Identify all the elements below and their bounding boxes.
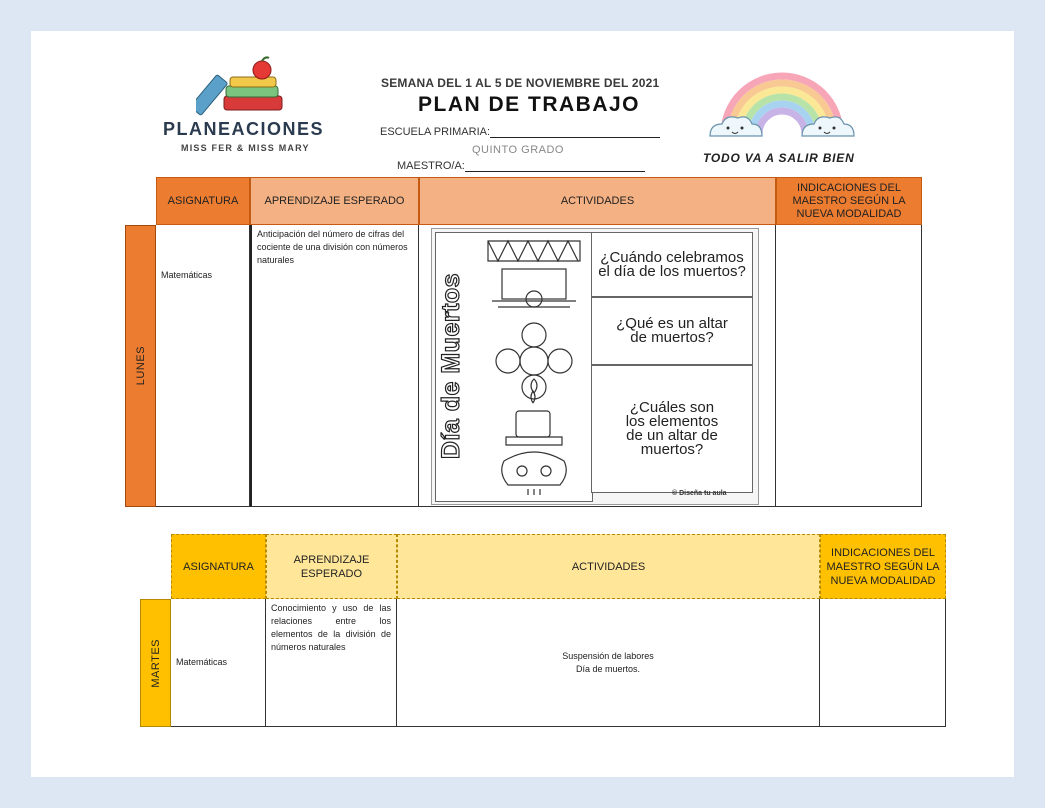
worksheet-credit: © Diseña tu aula (672, 490, 727, 497)
school-label: ESCUELA PRIMARIA: (380, 126, 491, 138)
tuesday-learning: Conocimiento y uso de las relaciones ent… (266, 599, 397, 727)
week-range: SEMANA DEL 1 AL 5 DE NOVIEMBRE DEL 2021 (381, 76, 660, 90)
books-apple-logo (196, 56, 283, 116)
tuesday-teacher-notes (820, 599, 946, 727)
monday-activities (419, 225, 776, 507)
teacher-blank[interactable] (464, 160, 645, 172)
header-subject: ASIGNATURA (156, 177, 250, 225)
worksheet-question-2: ¿Qué es un altar de muertos? (591, 297, 753, 365)
monday-subject: Matemáticas (156, 225, 250, 507)
header-teacher-notes: INDICACIONES DEL MAESTRO SEGÚN LA NUEVA … (776, 177, 922, 225)
worksheet-left-panel (435, 232, 593, 502)
tuesday-subject: Matemáticas (171, 599, 266, 727)
header-teacher-notes-2: INDICACIONES DEL MAESTRO SEGÚN LA NUEVA … (820, 534, 946, 599)
day-label-monday: LUNES (134, 346, 147, 386)
header-subject-2: ASIGNATURA (171, 534, 266, 599)
monday-teacher-notes (776, 225, 922, 507)
day-cell-monday: LUNES (125, 225, 156, 507)
tuesday-activity-line-1: Suspensión de labores (562, 650, 654, 661)
tuesday-activity-line-2: Día de muertos. (575, 663, 641, 674)
dia-de-muertos-worksheet: Día de Muertos ¿Cuándo celebramos el día… (431, 228, 759, 505)
header-activities-2: ACTIVIDADES (397, 534, 820, 599)
worksheet-question-1: ¿Cuándo celebramos el día de los muertos… (591, 232, 753, 297)
altar-drawings-icon (487, 239, 581, 495)
teacher-field: MAESTRO/A: (397, 160, 645, 172)
worksheet-vertical-title: Día de Muertos (436, 272, 465, 460)
school-blank[interactable] (490, 126, 661, 138)
grade-label: QUINTO GRADO (472, 144, 564, 156)
logo-subtitle: MISS FER & MISS MARY (181, 143, 310, 153)
tuesday-activities: Suspensión de labores Día de muertos. (397, 599, 820, 727)
worksheet-question-3: ¿Cuáles son los elementos de un altar de… (591, 365, 753, 493)
plan-title: PLAN DE TRABAJO (418, 93, 641, 116)
day-label-tuesday: MARTES (149, 638, 162, 688)
school-field: ESCUELA PRIMARIA: (380, 126, 661, 138)
teacher-label: MAESTRO/A: (397, 160, 465, 172)
monday-learning: Anticipación del número de cifras del co… (250, 225, 419, 507)
header-learning-2: APRENDIZAJE ESPERADO (266, 534, 397, 599)
header-learning: APRENDIZAJE ESPERADO (250, 177, 419, 225)
header-activities: ACTIVIDADES (419, 177, 776, 225)
logo-title: PLANEACIONES (163, 119, 325, 139)
motto: TODO VA A SALIR BIEN (703, 151, 855, 165)
day-cell-tuesday: MARTES (140, 599, 171, 727)
rainbow-clouds-icon (709, 72, 855, 137)
